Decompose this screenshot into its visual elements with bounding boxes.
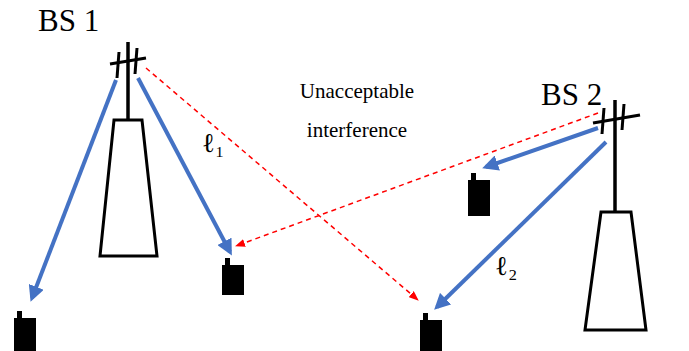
- station-label: BS 1: [38, 2, 158, 40]
- station-label: BS 2: [541, 76, 661, 114]
- interference-note: Unacceptable interference: [282, 72, 432, 150]
- base-station-tower: [585, 100, 646, 330]
- link-label: ℓ₂: [495, 250, 545, 282]
- user-device: [14, 173, 490, 351]
- interference-link: [146, 68, 598, 300]
- base-station-tower: [100, 42, 157, 256]
- link-label: ℓ₁: [202, 127, 252, 159]
- serving-link: [32, 78, 606, 307]
